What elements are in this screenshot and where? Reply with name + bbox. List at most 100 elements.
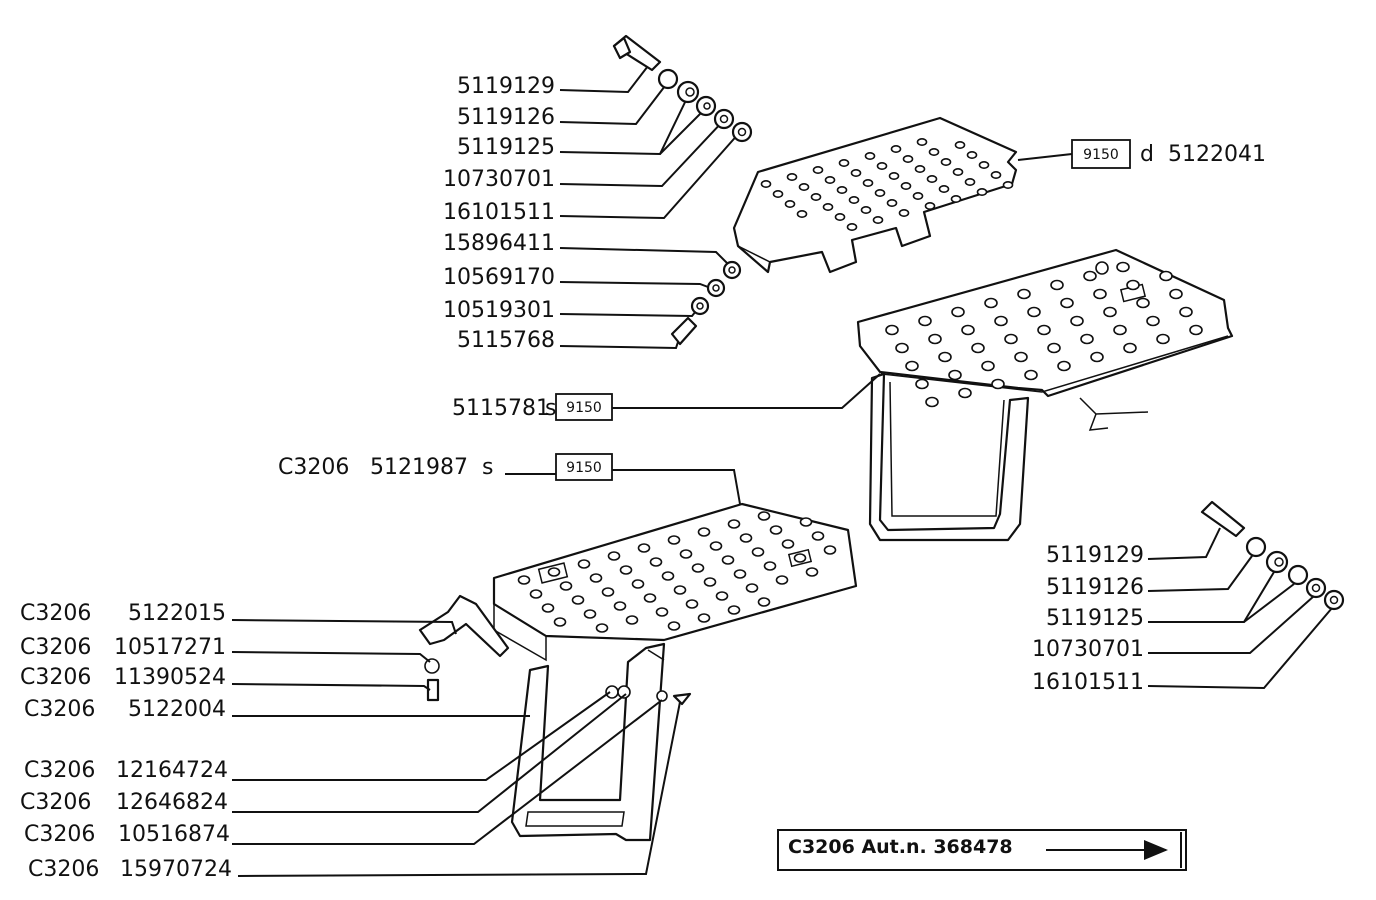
tread-hole — [846, 223, 858, 231]
tread-hole — [874, 189, 886, 197]
tread-hole — [902, 155, 914, 163]
tread-hole — [655, 607, 669, 617]
tread-hole — [796, 210, 808, 218]
tread-hole — [1136, 297, 1150, 309]
prefix-code: C3206 — [20, 790, 91, 815]
tread-hole — [799, 517, 813, 527]
tread-hole — [691, 563, 705, 573]
repair-code: 9150 — [1083, 147, 1119, 163]
tread-hole — [649, 557, 663, 567]
tread-hole — [1024, 369, 1038, 381]
washer-icon — [695, 95, 717, 117]
part-number-label: 5119129 — [457, 74, 555, 99]
suffix-letter: s — [545, 396, 556, 421]
prefix-code: C3206 — [20, 665, 91, 690]
part-number-label: 16101511 — [1032, 670, 1144, 695]
prefix-code: C3206 — [24, 758, 95, 783]
tread-hole — [862, 179, 874, 187]
part-number-label: 10730701 — [1032, 637, 1144, 662]
tread-hole — [673, 585, 687, 595]
prefix-code: C3206 — [24, 697, 95, 722]
footer-reference-box: C3206 Aut.n. 368478 — [777, 829, 1187, 871]
right-leader-lines — [1147, 527, 1333, 690]
tread-hole — [583, 609, 597, 619]
part-number-label: 15896411 — [443, 231, 555, 256]
tread-hole — [971, 342, 985, 354]
tread-hole — [727, 519, 741, 529]
nut-icon — [722, 260, 742, 280]
washer-icon — [656, 690, 668, 702]
tread-hole — [1050, 279, 1064, 291]
tread-hole — [697, 613, 711, 623]
tread-hole — [860, 206, 872, 214]
tread-hole — [798, 183, 810, 191]
part-number-label: 10516874 — [118, 822, 230, 847]
washer-icon — [1287, 564, 1309, 586]
tread-hole — [1169, 288, 1183, 300]
tread-hole — [715, 591, 729, 601]
tread-hole — [915, 378, 929, 390]
tread-hole — [864, 152, 876, 160]
tread-hole — [745, 583, 759, 593]
tread-hole — [697, 527, 711, 537]
repair-code-box — [555, 393, 613, 421]
nut-icon — [713, 108, 735, 130]
tread-hole — [643, 593, 657, 603]
tread-hole — [850, 169, 862, 177]
tread-hole — [1037, 324, 1051, 336]
tread-hole — [876, 162, 888, 170]
washer-icon — [657, 68, 679, 90]
tread-hole — [775, 575, 789, 585]
top-plate-label: 9150 d 5122041 — [1017, 139, 1266, 169]
tread-hole — [1060, 297, 1074, 309]
tread-hole — [703, 577, 717, 587]
prefix-code: C3206 — [20, 635, 91, 660]
tread-hole — [1017, 288, 1031, 300]
tread-hole — [952, 168, 964, 176]
tread-hole — [667, 621, 681, 631]
tread-hole — [751, 547, 765, 557]
tread-hole — [834, 213, 846, 221]
tread-hole — [607, 551, 621, 561]
tread-hole — [1090, 351, 1104, 363]
tread-hole — [958, 387, 972, 399]
repair-code: 9150 — [566, 400, 602, 416]
suffix-letter: s — [482, 455, 493, 480]
nut-icon — [605, 685, 619, 699]
right-label-group: 5119129 5119126 5119125 10730701 1610151… — [1032, 543, 1144, 695]
tread-hole — [951, 306, 965, 318]
tread-hole — [529, 589, 543, 599]
tread-hole — [685, 599, 699, 609]
tread-hole — [547, 567, 561, 577]
tread-hole — [763, 561, 777, 571]
tread-hole — [1002, 181, 1014, 189]
bolt-icon — [426, 678, 440, 702]
tread-hole — [784, 200, 796, 208]
top-bolt-assembly — [612, 34, 753, 143]
washer-icon — [1245, 536, 1267, 558]
tread-hole — [898, 209, 910, 217]
tread-hole — [1047, 342, 1061, 354]
repair-code-box — [1071, 139, 1131, 169]
tread-hole — [1080, 333, 1094, 345]
part-number-label: 12164724 — [116, 758, 228, 783]
tread-hole — [885, 324, 899, 336]
lower-step-holes — [517, 511, 837, 633]
tread-hole — [914, 165, 926, 173]
screw-icon — [670, 316, 698, 346]
tread-hole — [961, 324, 975, 336]
part-number-label: 5115781 — [452, 396, 550, 421]
tread-hole — [823, 545, 837, 555]
repair-code: 9150 — [566, 460, 602, 476]
tread-hole — [890, 145, 902, 153]
washer-icon — [617, 685, 631, 699]
middle-step2-label: C3206 5121987 s 9150 — [278, 453, 741, 505]
part-number-label: 10519301 — [443, 298, 555, 323]
repair-code-box — [555, 453, 613, 481]
tread-hole — [1027, 306, 1041, 318]
tread-hole — [994, 315, 1008, 327]
part-number-label: 5119129 — [1046, 543, 1144, 568]
tread-hole — [991, 378, 1005, 390]
tread-hole — [836, 186, 848, 194]
tread-hole — [1123, 342, 1137, 354]
